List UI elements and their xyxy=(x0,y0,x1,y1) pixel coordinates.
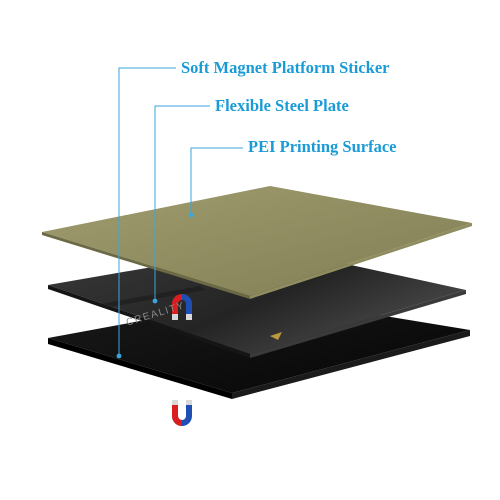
leader-dot-pei-surface xyxy=(188,212,194,218)
label-flexible-steel-plate: Flexible Steel Plate xyxy=(215,96,349,115)
leader-dot-steel-plate xyxy=(152,298,158,304)
leader-line-soft-magnet xyxy=(118,67,176,355)
pei-surface-layer xyxy=(42,186,472,299)
leader-dot-soft-magnet xyxy=(116,353,122,359)
label-pei-printing-surface: PEI Printing Surface xyxy=(248,137,397,156)
leader-line-pei-surface xyxy=(190,147,243,214)
magnet-icon xyxy=(172,294,192,320)
magnet-icon xyxy=(172,400,192,426)
steel-plate-layer xyxy=(48,247,466,358)
leader-lines xyxy=(118,67,243,355)
label-soft-magnet-sticker: Soft Magnet Platform Sticker xyxy=(181,58,390,77)
leader-line-steel-plate xyxy=(154,105,210,300)
corner-mark-icon xyxy=(270,332,282,340)
